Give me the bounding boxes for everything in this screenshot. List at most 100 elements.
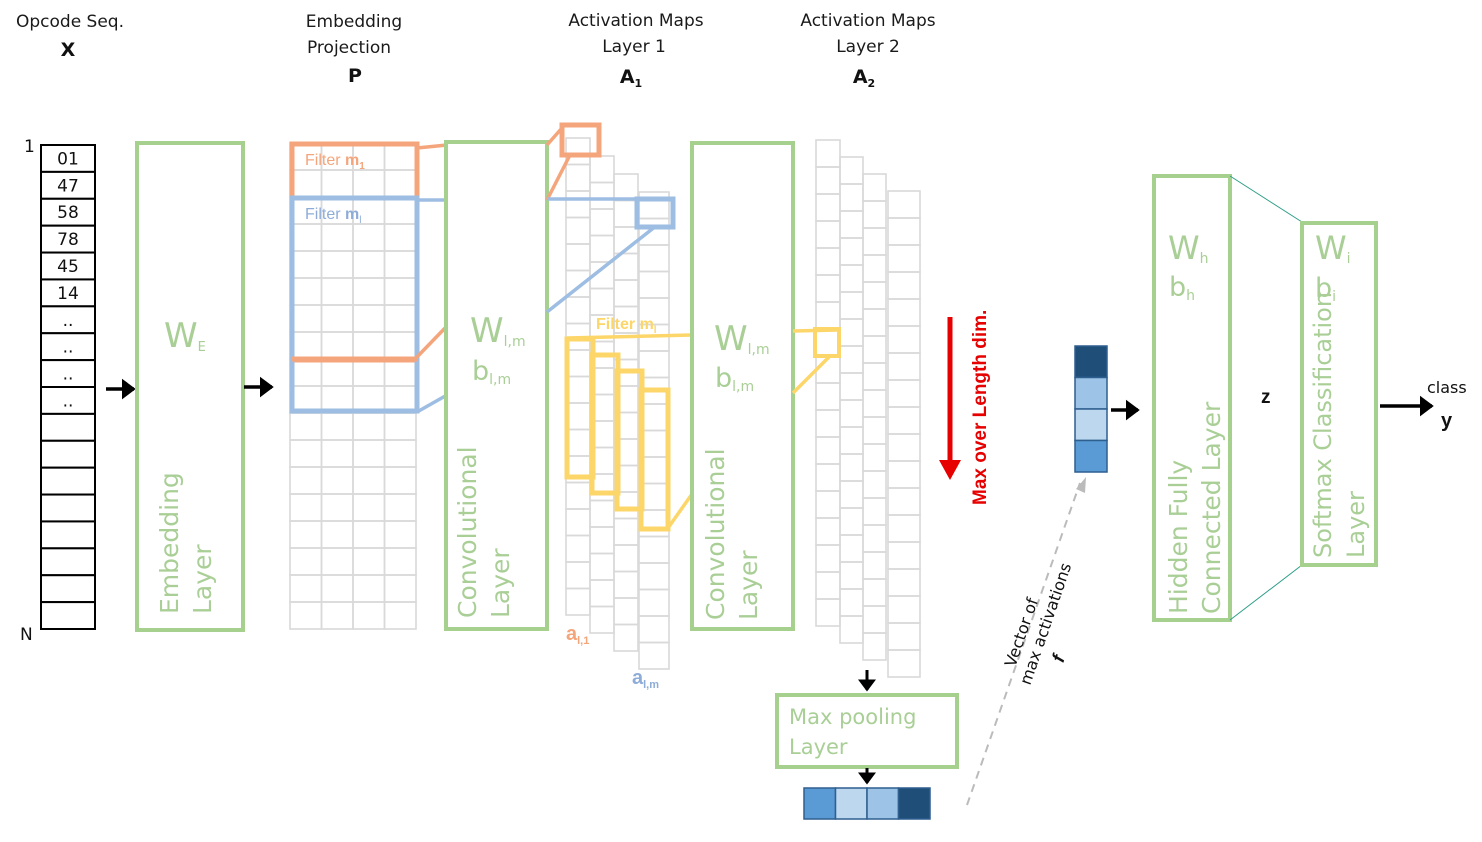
softmax-bias-sub: i <box>1332 289 1336 305</box>
activation2-cell <box>887 487 921 516</box>
activation2-cell <box>887 460 921 489</box>
activation1-cell <box>565 137 591 166</box>
projection-cell <box>352 574 386 603</box>
max-vector-cell <box>866 787 900 820</box>
projection-cell <box>289 466 323 495</box>
hidden-layer-box <box>1152 174 1232 622</box>
activation2-cell <box>815 436 841 465</box>
feature-vector-cell <box>1074 408 1108 442</box>
activation2-cell <box>887 541 921 570</box>
header-act1-symbol-sub: 1 <box>635 77 643 90</box>
activation2-cell <box>815 409 841 438</box>
activation2-cell <box>815 220 841 249</box>
activation2-cell <box>815 274 841 303</box>
feature-vector-f <box>1074 345 1108 473</box>
activation2-cell <box>839 291 864 320</box>
activation2-cell <box>839 237 864 266</box>
activation2-cell <box>839 561 864 590</box>
projection-cell <box>383 223 417 252</box>
max-pooled-vector <box>803 787 931 820</box>
connector-m1-to-a1 <box>545 154 572 201</box>
activation2-cell <box>887 595 921 624</box>
activation2-cell <box>839 615 864 644</box>
activation1-cell <box>589 234 615 263</box>
sequence-cell <box>40 493 96 523</box>
embedding-layer-name-line1: Embedding <box>155 472 184 614</box>
projection-cell <box>320 439 354 468</box>
sequence-cell <box>40 224 96 254</box>
label-a-lm: al,m <box>632 667 659 691</box>
activation2-cell <box>887 352 921 381</box>
embedding-weight: WE <box>164 316 206 356</box>
feature-vector-symbol: f <box>1048 651 1070 665</box>
filter-m1-label-sub: 1 <box>359 161 365 172</box>
softmax-bias: bi <box>1315 273 1336 305</box>
activation2-cell <box>839 156 864 185</box>
embedding-weight-sub: E <box>198 340 206 355</box>
output-class-label: class <box>1427 378 1467 397</box>
conv1-bias-sub: l,m <box>489 372 511 388</box>
projection-cell <box>289 601 323 630</box>
hidden-bias-sub: h <box>1186 288 1195 304</box>
connector-ml-bottom <box>416 393 448 414</box>
activation2-cell <box>815 328 841 357</box>
connector-ml-to-a1-bottom <box>545 224 658 314</box>
activation1-cell <box>613 517 639 546</box>
sequence-cell <box>40 332 96 362</box>
projection-cell <box>352 520 386 549</box>
activation2-cell <box>839 345 864 374</box>
projection-cell <box>320 493 354 522</box>
activation1-cell <box>565 216 591 245</box>
max-over-length-label: Max over Length dim. <box>970 310 991 505</box>
activation1-cell <box>565 587 591 616</box>
conv2-bias-sub: l,m <box>732 379 754 395</box>
projection-cell <box>320 223 354 252</box>
activation1-cell <box>589 499 615 528</box>
hidden-bias-main: b <box>1169 272 1186 303</box>
sequence-cell <box>40 278 96 308</box>
activation2-cell <box>815 247 841 276</box>
max-pooling-box <box>775 693 959 769</box>
connector-yellow-top <box>566 333 693 340</box>
projection-cell <box>383 493 417 522</box>
sequence-cell-value: 78 <box>57 230 79 250</box>
activation1-cell <box>638 244 670 273</box>
hidden-weight-sub: h <box>1200 251 1209 267</box>
conv2-bias: bl,m <box>715 363 754 395</box>
projection-cell <box>352 412 386 441</box>
header-act2-symbol: A2 <box>853 66 875 90</box>
activation2-cell <box>839 264 864 293</box>
connector-hidden-softmax-top <box>1229 175 1303 223</box>
max-pooling-layer: Max pooling Layer <box>775 693 959 769</box>
activation1-cell <box>565 428 591 457</box>
sequence-cell <box>40 520 96 550</box>
activation2-cell <box>815 571 841 600</box>
activation2-cell <box>862 227 887 256</box>
projection-cell <box>352 277 386 306</box>
header-embedding-projection: Embedding Projection P <box>306 12 402 87</box>
projection-cell <box>383 412 417 441</box>
conv-layer-2-box <box>690 141 795 631</box>
conv1-bias-main: b <box>472 356 489 387</box>
softmax-layer-box <box>1300 221 1378 567</box>
filter-m1-label: Filter m1 <box>305 152 365 172</box>
header-act2-symbol-main: A <box>853 66 868 88</box>
projection-cell <box>383 466 417 495</box>
activation1-cell <box>589 579 615 608</box>
projection-cell <box>352 439 386 468</box>
z-label: z <box>1261 387 1271 408</box>
projection-cell <box>320 304 354 333</box>
projection-cell <box>320 520 354 549</box>
activation2-cell <box>815 517 841 546</box>
projection-cell <box>289 331 323 360</box>
sequence-cell <box>40 574 96 604</box>
activation2-cell <box>862 335 887 364</box>
activation2-cell <box>862 173 887 202</box>
activation2-cell <box>839 588 864 617</box>
projection-cell <box>352 601 386 630</box>
activation2-cell <box>862 416 887 445</box>
header-opcode-seq-label: Opcode Seq. <box>16 12 124 32</box>
activation1-cell <box>589 552 615 581</box>
activation2-cell <box>862 200 887 229</box>
sequence-cell-value: .. <box>63 365 74 385</box>
